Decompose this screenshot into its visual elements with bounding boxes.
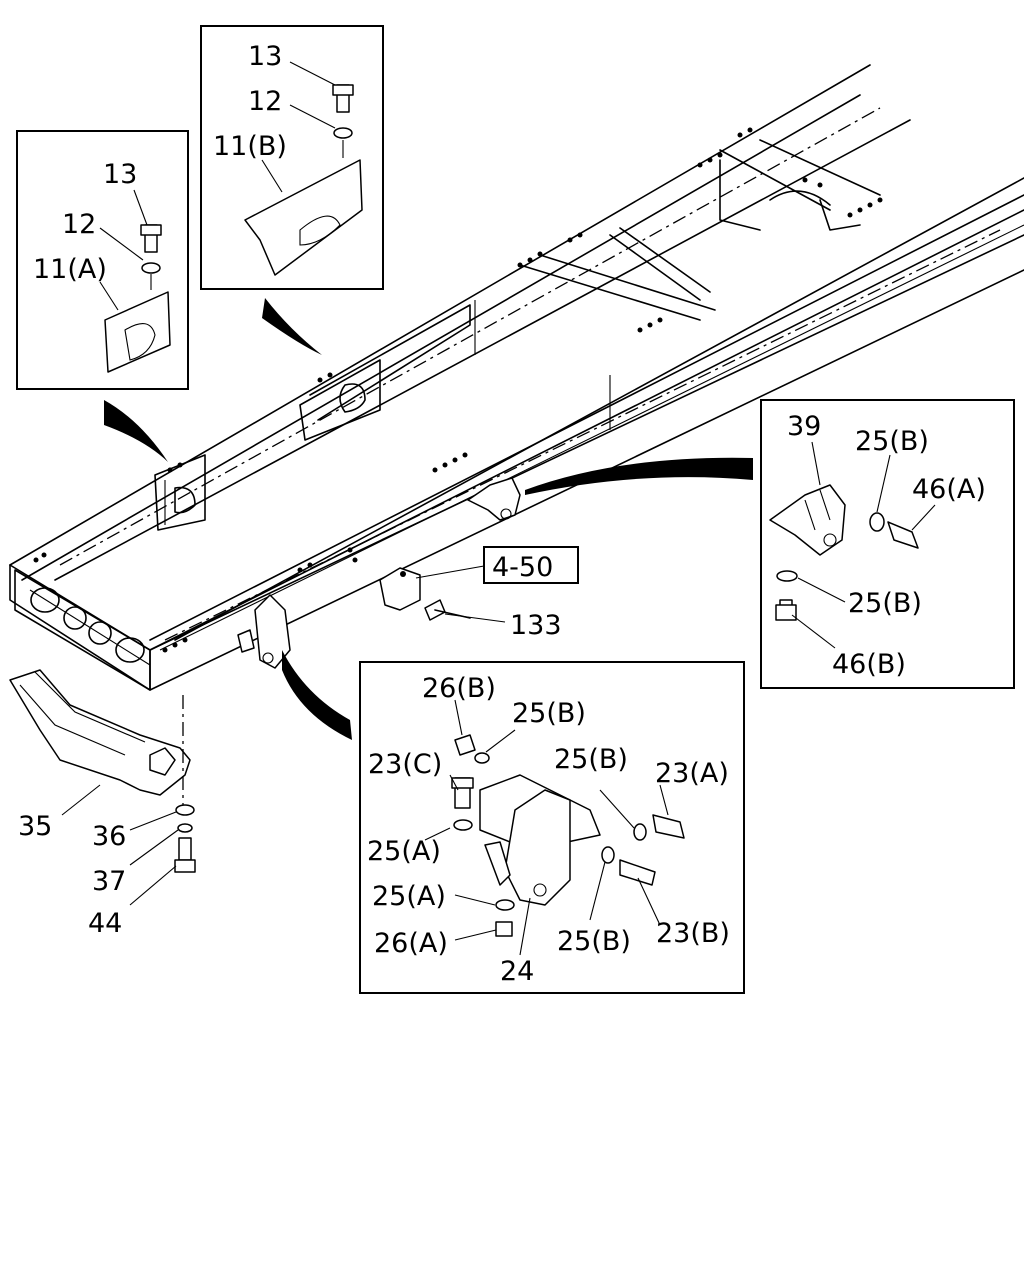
bracket-4-50-on-frame [379, 567, 421, 611]
label-13-a: 13 [103, 159, 137, 190]
labels-inset-right: 39 25(B) 46(A) 25(B) 46(B) [787, 411, 986, 680]
labels-main: 4-50 133 35 36 37 44 [18, 552, 562, 939]
inset-right-box [760, 399, 1015, 689]
label-11b: 11(B) [213, 131, 287, 162]
inset-right-parts [769, 484, 919, 621]
inset-a-parts [104, 224, 171, 373]
arrow-inset-right [525, 457, 753, 495]
inset-b-box [200, 25, 384, 290]
label-25a-1: 25(A) [367, 836, 441, 867]
labels-inset-bottom: 26(B) 25(B) 23(C) 25(B) 23(A) 25(A) 25(A… [367, 673, 730, 987]
labels-inset-b: 13 12 11(B) [213, 41, 287, 162]
label-46a: 46(A) [912, 474, 986, 505]
label-25b-bottom-inset: 25(B) [557, 926, 631, 957]
label-26a: 26(A) [374, 928, 448, 959]
label-23b: 23(B) [656, 918, 730, 949]
labels-inset-a: 13 12 11(A) [33, 159, 137, 285]
ref-box-4-50 [483, 546, 579, 584]
arrow-inset-a [104, 400, 168, 462]
inset-bottom-parts [451, 734, 685, 937]
label-13-b: 13 [248, 41, 282, 72]
inset-b-parts [244, 84, 363, 276]
label-25b-top: 25(B) [512, 698, 586, 729]
label-44: 44 [88, 908, 122, 939]
label-12-a: 12 [62, 209, 96, 240]
label-133: 133 [510, 610, 562, 641]
label-23c: 23(C) [368, 749, 442, 780]
bolt-133 [424, 599, 471, 621]
label-11a: 11(A) [33, 254, 107, 285]
leader-lines [61, 61, 936, 956]
washer-36 [175, 804, 195, 816]
label-39: 39 [787, 411, 821, 442]
label-25b-right: 25(B) [554, 744, 628, 775]
arrow-inset-bottom [282, 650, 352, 740]
label-37: 37 [92, 866, 126, 897]
bolt-44 [174, 837, 196, 873]
inset-bottom-box [359, 661, 745, 994]
label-12-b: 12 [248, 86, 282, 117]
label-25b-bottom: 25(B) [848, 588, 922, 619]
label-25b-side: 25(B) [855, 426, 929, 457]
inset-a-box [16, 130, 189, 390]
bracket-39-on-frame [467, 477, 521, 521]
label-26b: 26(B) [422, 673, 496, 704]
label-23a: 23(A) [655, 758, 729, 789]
crossmember-35 [9, 669, 191, 805]
label-25a-2: 25(A) [372, 881, 446, 912]
chassis-frame [9, 64, 1024, 691]
arrow-inset-b [262, 298, 322, 355]
lock-washer-37 [177, 823, 193, 833]
label-46b: 46(B) [832, 649, 906, 680]
label-36: 36 [92, 821, 126, 852]
label-24: 24 [500, 956, 534, 987]
label-4-50: 4-50 [492, 552, 553, 583]
shackle-bracket-on-frame [237, 594, 291, 669]
label-35: 35 [18, 811, 52, 842]
